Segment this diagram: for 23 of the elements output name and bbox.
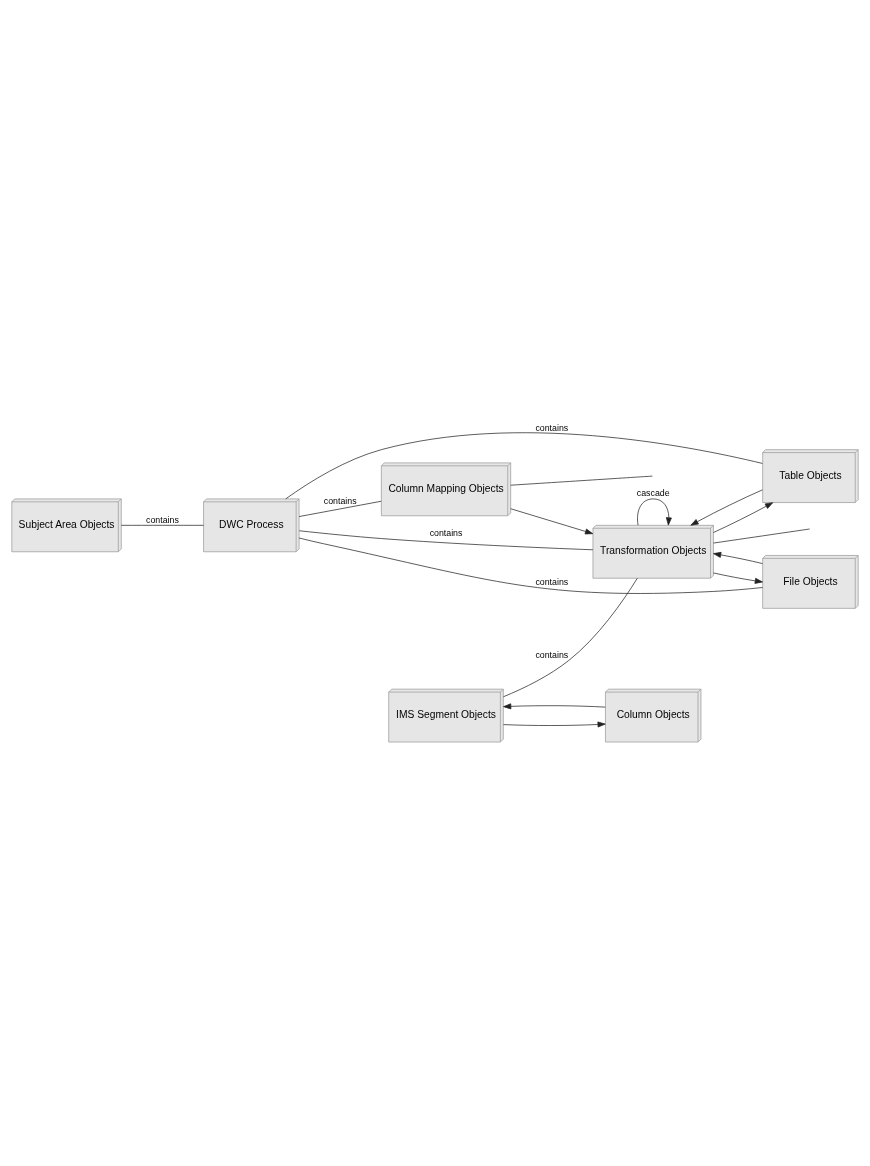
- edge-label: contains: [429, 528, 463, 539]
- arrow: [637, 498, 672, 526]
- connector: [285, 432, 763, 500]
- connector: [298, 537, 763, 594]
- connector: [713, 528, 811, 544]
- connector: [298, 500, 382, 517]
- edge-label: cascade: [636, 488, 670, 499]
- arrow: [510, 508, 594, 535]
- edge-label: contains: [535, 577, 569, 588]
- edge-label: contains: [323, 496, 357, 507]
- connector: [120, 524, 204, 526]
- connector: [298, 530, 594, 551]
- arrow: [713, 502, 774, 533]
- arrow: [690, 489, 763, 526]
- connector: [510, 475, 653, 486]
- edge-label: contains: [535, 422, 569, 433]
- arrow: [503, 721, 606, 728]
- arrow: [713, 572, 763, 584]
- edge-label: contains: [146, 514, 179, 525]
- edge-label: contains: [535, 650, 569, 661]
- arrow: [503, 703, 606, 710]
- arrow: [713, 551, 763, 564]
- connector: [503, 577, 638, 698]
